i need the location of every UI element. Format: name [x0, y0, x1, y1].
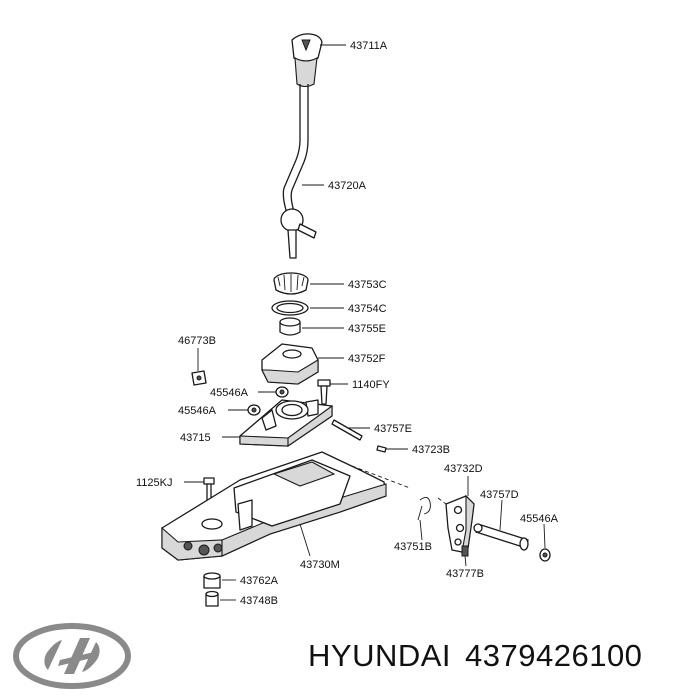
washer-middle: [247, 404, 261, 416]
callout-46773B: 46773B: [178, 335, 216, 347]
callout-43777B: 43777B: [446, 568, 484, 580]
snap-ring: [271, 300, 309, 316]
washer-right: [539, 548, 551, 562]
callout-43711A: 43711A: [350, 40, 388, 52]
cable-clip: [191, 370, 207, 386]
callout-43748B: 43748B: [240, 595, 278, 607]
brand-name: HYUNDAI: [308, 638, 452, 673]
spring-43751B: [417, 497, 431, 521]
hyundai-logo-icon: [13, 623, 131, 689]
washer-upper: [275, 386, 289, 398]
shift-knob: [291, 33, 323, 88]
bush: [279, 317, 301, 336]
lever-bracket: [239, 399, 333, 448]
callout-43762A: 43762A: [240, 575, 279, 587]
callout-43720A: 43720A: [328, 180, 367, 192]
callout-43723B: 43723B: [412, 444, 450, 456]
bolt-1140FY: [317, 379, 331, 405]
part-title: HYUNDAI 4379426100: [308, 638, 656, 674]
callout-1140FY: 1140FY: [352, 379, 390, 391]
shift-lever: [280, 84, 317, 259]
select-lever: [445, 494, 475, 554]
callout-43753C: 43753C: [348, 279, 387, 291]
callout-45546A-right: 45546A: [520, 513, 559, 525]
callout-43755E: 43755E: [348, 323, 386, 335]
clip-43777B: [461, 545, 469, 557]
callout-43754C: 43754C: [348, 303, 387, 315]
pin-43723B: [376, 445, 387, 453]
lever-cover: [261, 343, 319, 385]
collar: [205, 590, 219, 607]
shift-housing: [161, 451, 387, 561]
callout-43715: 43715: [180, 432, 211, 444]
callout-43732D: 43732D: [444, 463, 483, 475]
callout-43751B: 43751B: [394, 541, 432, 553]
callout-43757E: 43757E: [374, 423, 412, 435]
pin-43757E: [331, 419, 363, 441]
shaft-43757D: [473, 523, 529, 551]
callout-45546A-upper: 45546A: [210, 387, 249, 399]
callout-45546A-middle: 45546A: [178, 405, 217, 417]
callout-43757D: 43757D: [480, 489, 519, 501]
part-number: 4379426100: [465, 638, 643, 673]
callout-1125KJ: 1125KJ: [136, 477, 173, 489]
bushing-ring: [273, 272, 309, 295]
callout-43730M: 43730M: [300, 559, 340, 571]
rubber-bush: [203, 572, 221, 589]
callout-43752F: 43752F: [348, 353, 386, 365]
